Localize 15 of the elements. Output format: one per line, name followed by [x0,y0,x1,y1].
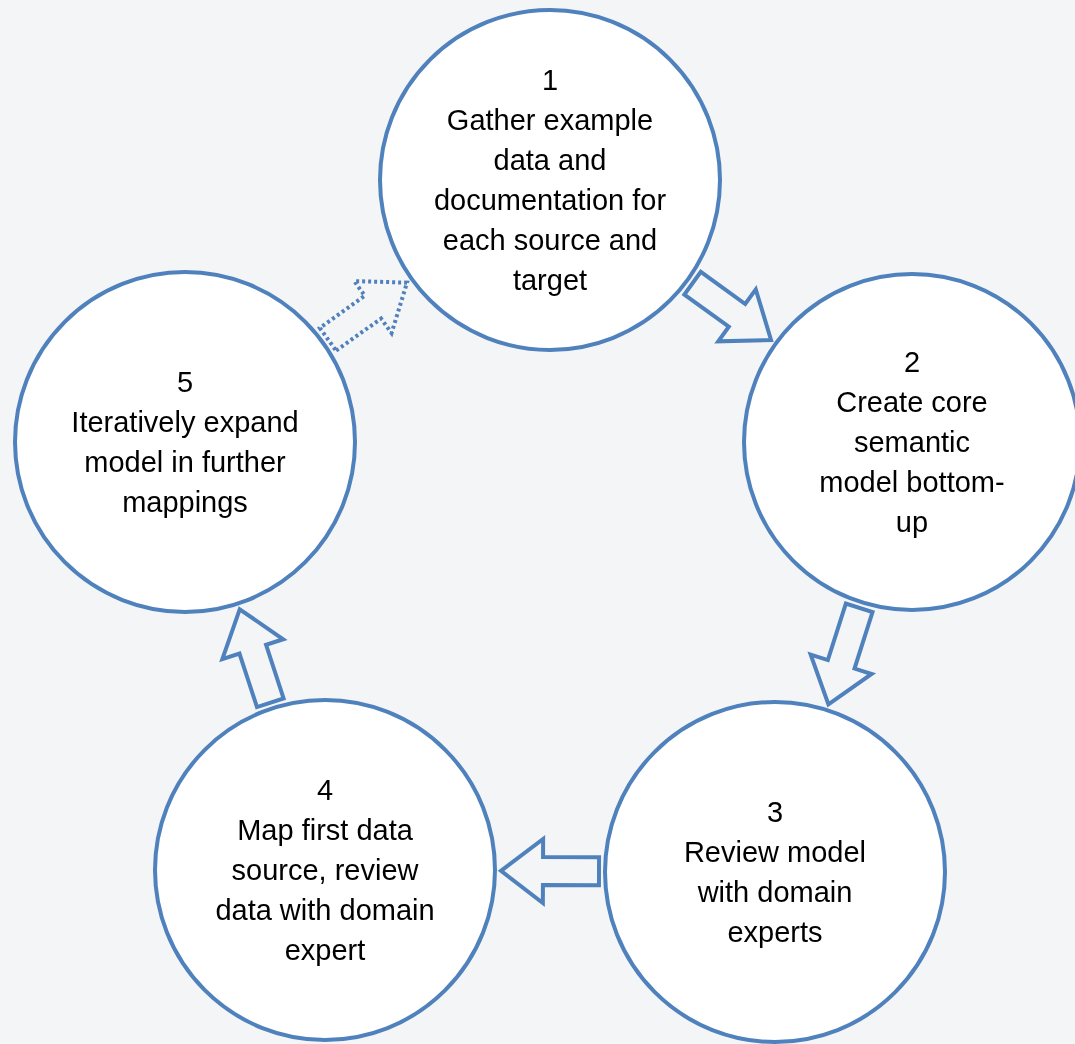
step-text: Create core semantic model bottom-up [818,385,1006,540]
step-number: 1 [541,63,559,98]
step-number: 3 [766,795,784,830]
block-arrow [219,606,288,710]
step-text: Gather example data and documentation for each source and target [432,103,668,298]
step-number: 2 [903,345,921,380]
step-text: Iteratively expand model in further mappings [70,405,300,520]
step-number: 4 [316,773,334,808]
block-arrow [681,269,774,344]
block-arrow [807,601,877,708]
step-text: Map first data source, review data with domain expert [214,813,436,968]
step-text: Review model with domain experts [682,835,868,950]
step-number: 5 [176,365,194,400]
block-arrow [497,834,602,907]
block-arrow [317,279,410,354]
